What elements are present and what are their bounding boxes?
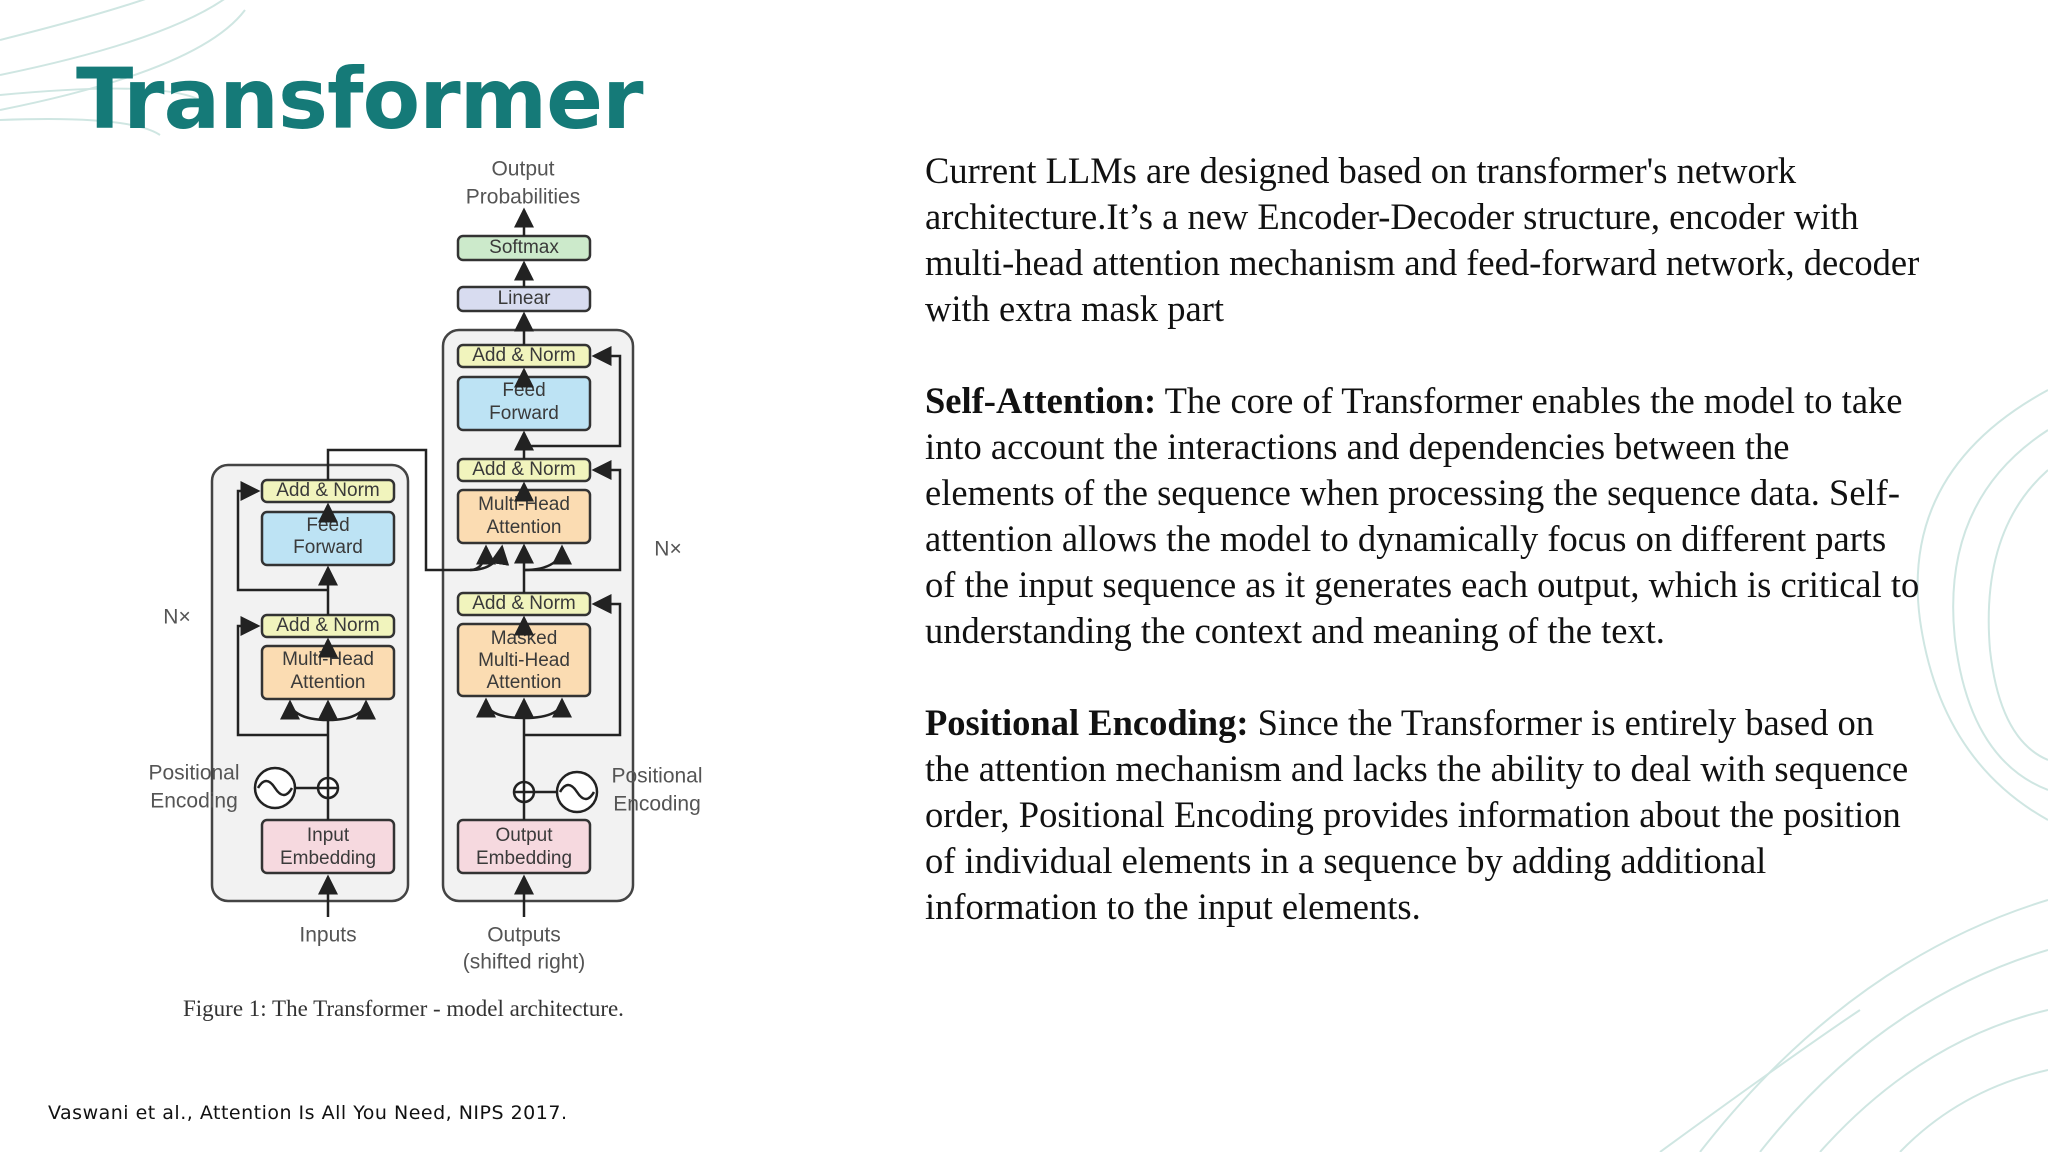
decoder-sine-wave-icon [555,770,599,814]
decoder-mha-label-2: Attention [487,517,562,538]
positional-encoding-paragraph: Positional Encoding: Since the Transform… [925,700,1925,930]
self-attention-heading: Self-Attention: [925,380,1157,421]
encoder-sine-wave-icon [253,766,297,810]
encoder-add-icon [316,776,340,800]
enc-positional-label-1: Positional [148,762,239,785]
slide-title: Transformer [76,50,644,148]
transformer-architecture-diagram: Output Probabilities Softmax Linear Add … [148,158,702,974]
positional-encoding-heading: Positional Encoding: [925,702,1249,743]
output-probabilities-label-1: Output [491,158,554,181]
decoder-add-norm-2-label: Add & Norm [472,459,575,480]
figure-caption: Figure 1: The Transformer - model archit… [183,996,624,1021]
encoder-ff-label-2: Forward [293,537,363,558]
softmax-label: Softmax [489,237,559,258]
decoder-add-norm-3-label: Add & Norm [472,345,575,366]
dec-positional-label-1: Positional [611,765,702,788]
diagram-connections [236,207,622,917]
decoder-ff-label-1: Feed [502,380,545,401]
decoder-nx-label: N× [654,538,681,561]
masked-label-2: Multi-Head [478,650,570,671]
positional-encoding-text: Since the Transformer is entirely based … [925,702,1909,927]
inputs-label: Inputs [299,924,356,947]
encoder-mha-label-2: Attention [291,672,366,693]
outputs-label-2: (shifted right) [463,951,586,974]
masked-label-3: Attention [487,672,562,693]
input-embedding-label-1: Input [307,825,350,846]
encoder-nx-label: N× [163,606,190,629]
output-embedding-label-1: Output [495,825,553,846]
decoder-add-icon [512,780,536,804]
linear-label: Linear [498,288,551,309]
self-attention-text: The core of Transformer enables the mode… [925,380,1920,651]
decoder-mha-label-1: Multi-Head [478,494,570,515]
reference-citation: Vaswani et al., Attention Is All You Nee… [48,1102,568,1124]
output-embedding-label-2: Embedding [476,848,572,869]
self-attention-paragraph: Self-Attention: The core of Transformer … [925,378,1925,654]
output-probabilities-label-2: Probabilities [466,186,580,209]
dec-positional-label-2: Encoding [613,793,701,816]
decoder-add-norm-1-label: Add & Norm [472,593,575,614]
masked-label-1: Masked [491,628,558,649]
encoder-ff-label-1: Feed [306,515,349,536]
enc-positional-label-2: Encoding [150,790,238,813]
input-embedding-label-2: Embedding [280,848,376,869]
encoder-mha-label-1: Multi-Head [282,649,374,670]
outputs-label-1: Outputs [487,924,561,947]
encoder-add-norm-2-label: Add & Norm [276,480,379,501]
body-text-column: Current LLMs are designed based on trans… [925,148,1925,976]
encoder-add-norm-1-label: Add & Norm [276,615,379,636]
intro-paragraph: Current LLMs are designed based on trans… [925,150,1920,329]
decoder-ff-label-2: Forward [489,403,559,424]
